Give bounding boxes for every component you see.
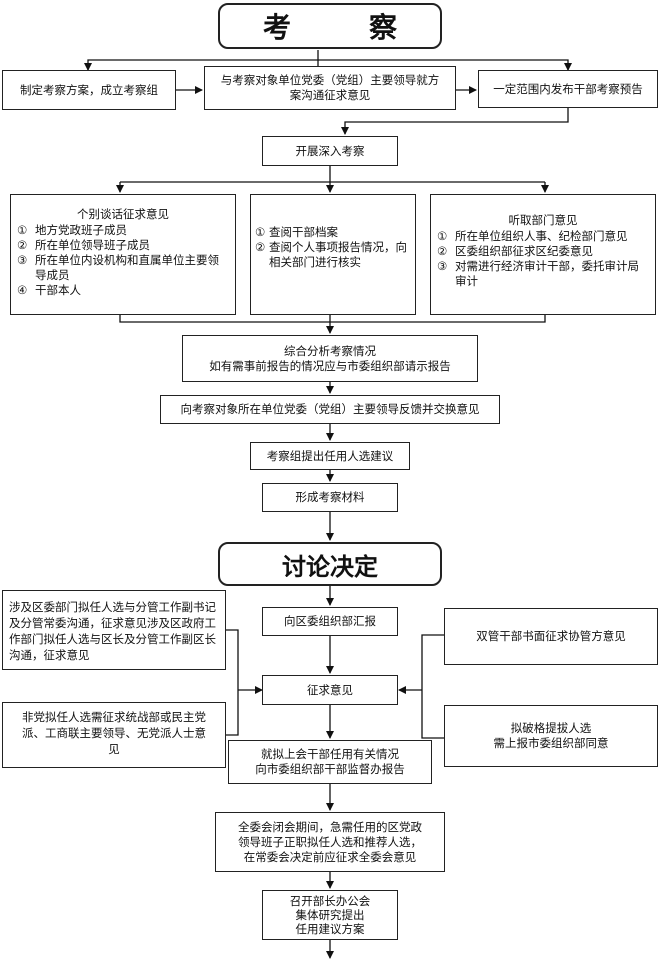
connector xyxy=(84,50,319,71)
plan-text: 制定考察方案，成立考察组 xyxy=(20,82,158,97)
decision-header: 讨论决定 xyxy=(218,542,442,586)
dual-management-text: 双管干部书面征求协管方意见 xyxy=(476,629,626,643)
in-depth-box: 开展深入考察 xyxy=(262,136,398,166)
notice-box: 一定范围内发布干部考察预告 xyxy=(478,70,658,108)
department-item: ③ 对需进行经济审计干部，委托审计局审计 xyxy=(437,259,649,289)
supervise-line-1: 就拟上会干部任用有关情况 xyxy=(261,747,399,761)
proposal-text: 考察组提出任用人选建议 xyxy=(266,448,394,463)
item-number: ④ xyxy=(17,283,28,297)
analysis-line-1: 综合分析考察情况 xyxy=(284,343,376,358)
party-government-consult-box: 涉及区委部门拟任人选与分管工作副书记及分管常委沟通，征求意见涉及区政府工作部门拟… xyxy=(2,590,226,670)
connector xyxy=(318,59,572,71)
inspection-header-label: 考 察 xyxy=(263,11,397,44)
item-text: 查阅干部档案 xyxy=(269,225,338,239)
connector xyxy=(421,634,444,739)
item-number: ① xyxy=(437,229,448,243)
item-number: ② xyxy=(437,244,448,258)
department-item: ② 区委组织部征求区纪委意见 xyxy=(437,244,649,259)
meeting-line-1: 召开部长办公会 xyxy=(289,894,371,908)
communicate-text: 与考察对象单位党委（党组）主要领导就方案沟通征求意见 xyxy=(220,73,440,102)
solicit-text: 征求意见 xyxy=(307,682,353,697)
connector xyxy=(119,315,546,323)
interview-item: ① 地方党政班子成员 xyxy=(17,223,229,238)
minister-meeting-box: 召开部长办公会 集体研究提出 任用建议方案 xyxy=(262,890,398,940)
item-text: 所在单位领导班子成员 xyxy=(35,238,150,252)
supervise-report-box: 就拟上会干部任用有关情况 向市委组织部干部监督办报告 xyxy=(228,740,432,784)
interview-list: ① 地方党政班子成员 ② 所在单位领导班子成员 ③ 所在单位内设机构和直属单位主要领导… xyxy=(17,223,229,298)
item-text: 所在单位内设机构和直属单位主要领导成员 xyxy=(35,253,219,282)
analysis-box: 综合分析考察情况 如有需事前报告的情况应与市委组织部请示报告 xyxy=(182,335,478,382)
report-org-text: 向区委组织部汇报 xyxy=(284,614,376,628)
notice-text: 一定范围内发布干部考察预告 xyxy=(493,81,643,96)
supervise-line-2: 向市委组织部干部监督办报告 xyxy=(255,762,405,776)
exceptional-promotion-line-1: 拟破格提拔人选 xyxy=(510,721,592,735)
recess-line-1: 全委会闭会期间，急需任用的区党政 xyxy=(238,819,422,834)
item-text: 区委组织部征求区纪委意见 xyxy=(455,244,593,258)
item-number: ③ xyxy=(437,259,448,273)
feedback-box: 向考察对象所在单位党委（党组）主要领导反馈并交换意见 xyxy=(160,395,500,424)
in-depth-text: 开展深入考察 xyxy=(295,143,365,158)
recess-line-3: 在常委会决定前应征求全委会意见 xyxy=(243,849,417,864)
party-government-consult-text: 涉及区委部门拟任人选与分管工作副书记及分管常委沟通，征求意见涉及区政府工作部门拟… xyxy=(9,600,216,662)
department-list: ① 所在单位组织人事、纪检部门意见 ② 区委组织部征求区纪委意见 ③ 对需进行经济审计… xyxy=(437,229,649,289)
materials-text: 形成考察材料 xyxy=(295,490,365,504)
connector xyxy=(226,629,239,736)
item-text: 对需进行经济审计干部，委托审计局审计 xyxy=(455,259,639,288)
interview-box: 个别谈话征求意见 ① 地方党政班子成员 ② 所在单位领导班子成员 ③ 所在单位内设机构… xyxy=(10,194,236,315)
item-number: ③ xyxy=(17,253,28,267)
meeting-line-2: 集体研究提出 xyxy=(295,908,365,922)
non-party-box: 非党拟任人选需征求统战部或民主党派、工商联主要领导、无党派人士意见 xyxy=(2,702,226,768)
exceptional-promotion-box: 拟破格提拔人选 需上报市委组织部同意 xyxy=(444,705,658,767)
interview-item: ② 所在单位领导班子成员 xyxy=(17,238,229,253)
interview-title: 个别谈话征求意见 xyxy=(77,207,169,221)
analysis-line-2: 如有需事前报告的情况应与市委组织部请示报告 xyxy=(209,358,451,373)
exceptional-promotion-line-2: 需上报市委组织部同意 xyxy=(493,736,609,750)
item-number: ② xyxy=(255,240,266,254)
department-item: ① 所在单位组织人事、纪检部门意见 xyxy=(437,229,649,244)
communicate-box: 与考察对象单位党委（党组）主要领导就方案沟通征求意见 xyxy=(204,66,456,110)
proposal-box: 考察组提出任用人选建议 xyxy=(250,442,410,470)
feedback-text: 向考察对象所在单位党委（党组）主要领导反馈并交换意见 xyxy=(180,402,480,416)
plan-box: 制定考察方案，成立考察组 xyxy=(2,70,176,110)
interview-item: ④ 干部本人 xyxy=(17,283,229,298)
item-number: ① xyxy=(17,223,28,237)
item-text: 所在单位组织人事、纪检部门意见 xyxy=(455,229,628,243)
dual-management-box: 双管干部书面征求协管方意见 xyxy=(444,608,658,665)
item-text: 查阅个人事项报告情况，向相关部门进行核实 xyxy=(269,240,407,269)
recess-consult-box: 全委会闭会期间，急需任用的区党政 领导班子正职拟任人选和推荐人选， 在常委会决定… xyxy=(215,812,445,872)
item-number: ② xyxy=(17,238,28,252)
interview-item: ③ 所在单位内设机构和直属单位主要领导成员 xyxy=(17,253,229,283)
meeting-line-3: 任用建议方案 xyxy=(295,922,365,936)
recess-line-2: 领导班子正职拟任人选和推荐人选， xyxy=(238,834,422,849)
materials-box: 形成考察材料 xyxy=(262,483,398,512)
non-party-text: 非党拟任人选需征求统战部或民主党派、工商联主要领导、无党派人士意见 xyxy=(22,710,206,756)
item-text: 地方党政班子成员 xyxy=(35,223,127,237)
solicit-box: 征求意见 xyxy=(262,675,398,705)
inspection-header: 考 察 xyxy=(218,3,442,49)
decision-header-label: 讨论决定 xyxy=(282,552,378,581)
item-text: 干部本人 xyxy=(35,283,81,297)
report-org-box: 向区委组织部汇报 xyxy=(262,607,398,636)
department-title: 听取部门意见 xyxy=(508,213,578,227)
connector xyxy=(341,108,569,135)
item-number: ① xyxy=(255,225,266,239)
